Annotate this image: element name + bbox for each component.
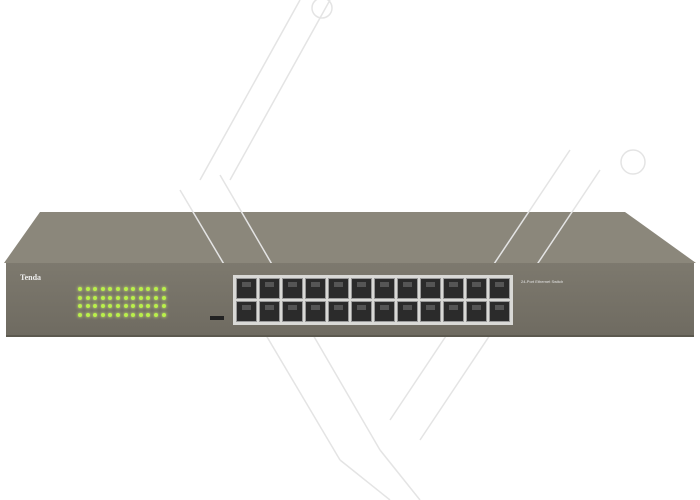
status-led — [108, 304, 113, 308]
status-led — [100, 287, 105, 291]
ethernet-port — [443, 301, 464, 322]
status-led — [131, 312, 136, 317]
status-led — [100, 295, 105, 300]
status-led — [115, 304, 120, 308]
status-led — [100, 312, 105, 317]
status-led — [161, 304, 166, 308]
status-led — [153, 287, 158, 291]
status-led — [138, 295, 143, 300]
status-led — [93, 304, 98, 308]
status-led — [115, 295, 120, 300]
ethernet-port — [282, 278, 303, 299]
ethernet-port — [351, 301, 372, 322]
status-led — [78, 304, 82, 308]
ethernet-port — [328, 278, 349, 299]
status-led — [153, 312, 158, 317]
ethernet-port — [443, 278, 464, 299]
status-led — [93, 295, 98, 300]
switch-front-panel: Tenda 24-Port Ethernet Switch — [6, 263, 694, 337]
status-led — [153, 295, 158, 300]
status-led — [85, 287, 90, 291]
status-led — [138, 312, 143, 317]
ethernet-port — [466, 278, 487, 299]
status-led — [153, 304, 158, 308]
ethernet-port — [305, 278, 326, 299]
ethernet-port — [397, 278, 418, 299]
status-led — [138, 304, 143, 308]
ethernet-port-block — [233, 275, 513, 325]
status-led — [78, 287, 82, 291]
status-led — [100, 304, 105, 308]
brand-logo: Tenda — [20, 273, 42, 282]
status-led — [146, 304, 151, 308]
ethernet-port — [236, 278, 257, 299]
led-indicator-grid — [78, 287, 169, 321]
status-led — [131, 304, 136, 308]
status-led — [108, 295, 113, 300]
status-led — [161, 295, 166, 300]
status-led — [85, 295, 90, 300]
status-led — [85, 312, 90, 317]
ethernet-port — [489, 301, 510, 322]
mode-switch — [210, 316, 224, 320]
ethernet-port — [466, 301, 487, 322]
status-led — [123, 312, 128, 317]
status-led — [93, 312, 98, 317]
status-led — [131, 287, 136, 291]
status-led — [115, 312, 120, 317]
ethernet-port — [351, 278, 372, 299]
status-led — [131, 295, 136, 300]
status-led — [146, 287, 151, 291]
status-led — [108, 312, 113, 317]
status-led — [115, 287, 120, 291]
status-led — [85, 304, 90, 308]
status-led — [138, 287, 143, 291]
ethernet-port — [259, 301, 280, 322]
switch-top-surface — [4, 212, 696, 263]
ethernet-port — [236, 301, 257, 322]
status-led — [161, 287, 166, 291]
panel-label: 24-Port Ethernet Switch — [521, 279, 564, 284]
status-led — [93, 287, 98, 291]
status-led — [146, 295, 151, 300]
ethernet-port — [328, 301, 349, 322]
status-led — [123, 295, 128, 300]
ethernet-port — [420, 278, 441, 299]
ethernet-port — [489, 278, 510, 299]
status-led — [123, 287, 128, 291]
ethernet-port — [282, 301, 303, 322]
status-led — [78, 312, 82, 317]
ethernet-port — [374, 301, 395, 322]
ethernet-port — [374, 278, 395, 299]
status-led — [146, 312, 151, 317]
status-led — [123, 304, 128, 308]
status-led — [161, 312, 166, 317]
ethernet-port — [259, 278, 280, 299]
ethernet-port — [305, 301, 326, 322]
ethernet-port — [397, 301, 418, 322]
ethernet-port — [420, 301, 441, 322]
status-led — [108, 287, 113, 291]
status-led — [78, 295, 82, 300]
